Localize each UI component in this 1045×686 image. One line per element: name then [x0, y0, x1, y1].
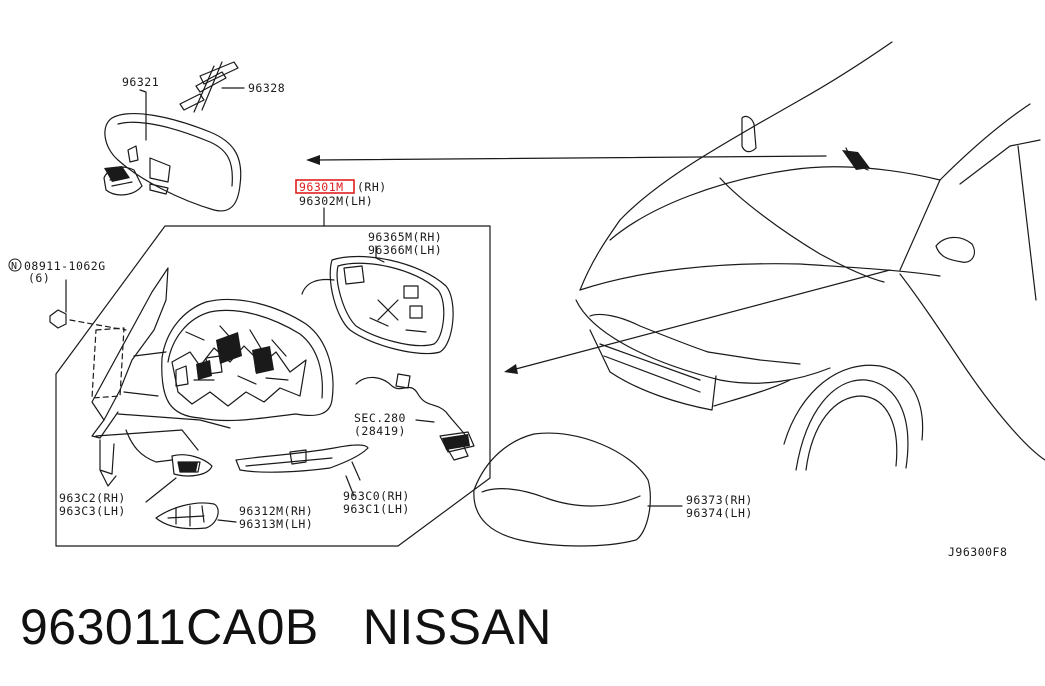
- label-nut-code: 08911-1062G: [24, 259, 106, 273]
- label-96321: 96321: [122, 75, 159, 89]
- label-sec-280-ref: (28419): [354, 424, 406, 438]
- label-sec-280: SEC.280: [354, 411, 406, 425]
- part-number: 963011CA0B: [20, 599, 319, 655]
- puddle-lamp-lens: [178, 462, 198, 472]
- nut-symbol-icon: [8, 258, 22, 272]
- diagram-code: J96300F8: [948, 545, 1007, 559]
- nut-drawing: [49, 279, 127, 331]
- label-963c3: 963C3(LH): [59, 504, 126, 518]
- highlight-box-96301m: [295, 179, 355, 194]
- label-96374: 96374(LH): [686, 506, 753, 520]
- label-nut-qty: (6): [28, 271, 50, 285]
- part-number-caption: 963011CA0B NISSAN: [20, 598, 552, 656]
- nut-symbol-letter: N: [11, 261, 18, 272]
- label-96312m: 96312M(RH): [239, 504, 313, 518]
- pointer-arrow-rear-mirror: [315, 155, 827, 161]
- harness-connector-mark: [442, 434, 470, 450]
- label-963c1: 963C1(LH): [343, 502, 410, 516]
- label-96373: 96373(RH): [686, 493, 753, 507]
- label-96366m: 96366M(LH): [368, 243, 442, 257]
- mirror-glass-drawing: [301, 245, 454, 355]
- label-96302m: 96302M(LH): [299, 194, 373, 208]
- mirror-housing-drawing: [95, 298, 334, 451]
- label-963c2: 963C2(RH): [59, 491, 126, 505]
- puddle-lamp-drawing: [99, 429, 213, 503]
- turn-signal-lamp-drawing: [235, 444, 369, 481]
- wire-harness-drawing: [355, 373, 475, 461]
- arrowhead-door-mirror: [504, 364, 518, 374]
- mirror-base-drawing: [91, 267, 169, 439]
- brand-name: NISSAN: [362, 599, 552, 655]
- arrowhead-rear-mirror: [306, 155, 320, 165]
- mirror-bracket-drawing: [179, 61, 239, 113]
- label-96365m: 96365M(RH): [368, 230, 442, 244]
- leader-96321: [139, 89, 147, 141]
- label-96328: 96328: [248, 81, 285, 95]
- label-96301m-highlighted: 96301M: [299, 180, 344, 194]
- exploded-view-frame: [55, 225, 491, 547]
- label-96313m: 96313M(LH): [239, 517, 313, 531]
- mirror-cap-drawing: [473, 432, 683, 547]
- leader-963c0: [345, 475, 355, 497]
- rear-view-mirror-drawing: [103, 113, 242, 212]
- label-963c0: 963C0(RH): [343, 489, 410, 503]
- lamp-cover-drawing: [155, 502, 237, 530]
- pointer-arrow-door-mirror: [511, 269, 891, 371]
- vehicle-outline-drawing: [575, 41, 1045, 471]
- housing-shading: [196, 332, 274, 380]
- mirror-connector-mark: [104, 166, 130, 182]
- rear-mirror-location-mark: [842, 150, 870, 170]
- label-96301m-side: (RH): [357, 180, 387, 194]
